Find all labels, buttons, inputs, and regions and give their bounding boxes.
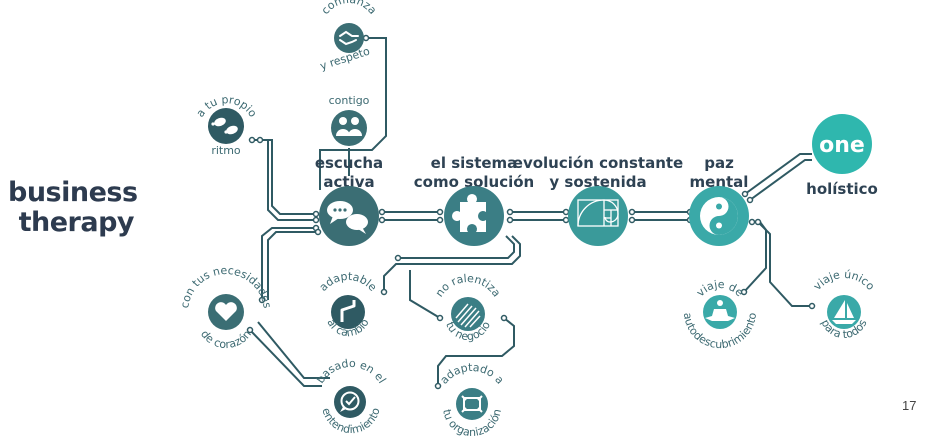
golden-spiral-icon (577, 199, 619, 227)
chat-check-icon (340, 391, 360, 412)
stage-paz-mental: paz mental (689, 154, 749, 246)
node-entendimiento: basado en el entendimiento (314, 357, 389, 436)
node-viaje-unico: viaje único para todos (811, 268, 878, 341)
stage-evolucion-line1: evolución constante (513, 154, 683, 172)
meditation-icon (705, 300, 735, 321)
brand-line-1: business (8, 177, 138, 208)
node-necesidades: con tus necesidades de corazón (178, 264, 274, 351)
ralentiza-line2: tu negocio (443, 319, 493, 343)
rail-sistema-evolucion (510, 211, 566, 221)
viaje-unico-line1: viaje único (811, 268, 878, 293)
stripes-icon (455, 303, 481, 328)
necesidades-line2: de corazón (198, 328, 254, 352)
speech-bubbles-icon (327, 201, 368, 234)
stage-evolucion-line2: y sostenida (549, 173, 646, 191)
stage-escucha-line2: activa (323, 173, 374, 191)
one-badge-text: one (819, 133, 865, 158)
line-confianza (319, 37, 387, 190)
line-ralentiza (409, 270, 441, 319)
line-viaje-auto (743, 221, 767, 293)
zigzag-icon (340, 300, 356, 322)
adaptable-line2: al cambio (324, 317, 371, 340)
one-label: holístico (806, 180, 878, 198)
frame-icon (461, 395, 483, 413)
line-adaptable (383, 235, 521, 292)
adaptado-line1: adaptado a (438, 361, 507, 387)
brand-title: business therapy (8, 177, 138, 238)
stage-sistema-line2: como solución (414, 173, 534, 191)
stage-sistema-line1: el sistema (431, 154, 518, 172)
node-ralentiza: no ralentiza tu negocio (433, 272, 503, 343)
people-icon (336, 117, 362, 136)
stage-evolucion: evolución constante y sostenida (513, 154, 683, 246)
node-adaptado: adaptado a tu organización (438, 361, 507, 439)
handshake-icon (339, 30, 359, 46)
confianza-line1: confianza (319, 0, 380, 17)
stage-paz-line2: mental (690, 173, 749, 191)
node-ritmo: a tu propio ritmo (194, 93, 260, 157)
stage-escucha-activa: escucha activa (315, 154, 383, 246)
node-contigo: contigo (329, 94, 370, 146)
rail-evolucion-paz (632, 211, 690, 221)
yin-yang-icon (700, 197, 738, 235)
puzzle-icon (452, 194, 486, 232)
stage-one: one holístico (806, 114, 878, 198)
ralentiza-line1: no ralentiza (433, 272, 503, 299)
line-viaje-unico (757, 221, 812, 307)
contigo-label: contigo (329, 94, 370, 107)
line-adaptado (437, 317, 515, 386)
ritmo-line2: ritmo (211, 144, 241, 157)
entendimiento-line1: basado en el (314, 357, 389, 386)
viaje-unico-line2: para todos (818, 317, 869, 341)
node-confianza: confianza y respeto (318, 0, 379, 73)
adaptable-line1: adaptable (317, 270, 380, 294)
stage-paz-line1: paz (704, 154, 734, 172)
heart-icon (215, 302, 237, 321)
stage-el-sistema: el sistema como solución (414, 154, 534, 246)
footprints-icon (211, 117, 238, 135)
brand-line-2: therapy (18, 207, 135, 238)
viaje-auto-line1: viaje de (694, 278, 746, 300)
node-adaptable: adaptable al cambio (317, 270, 380, 340)
page-number: 17 (902, 398, 917, 413)
sailboat-icon (832, 300, 856, 324)
rail-escucha-sistema (382, 211, 440, 221)
connector-lines (249, 37, 812, 387)
rail-paz-one (744, 153, 812, 201)
stage-escucha-line1: escucha (315, 154, 383, 172)
